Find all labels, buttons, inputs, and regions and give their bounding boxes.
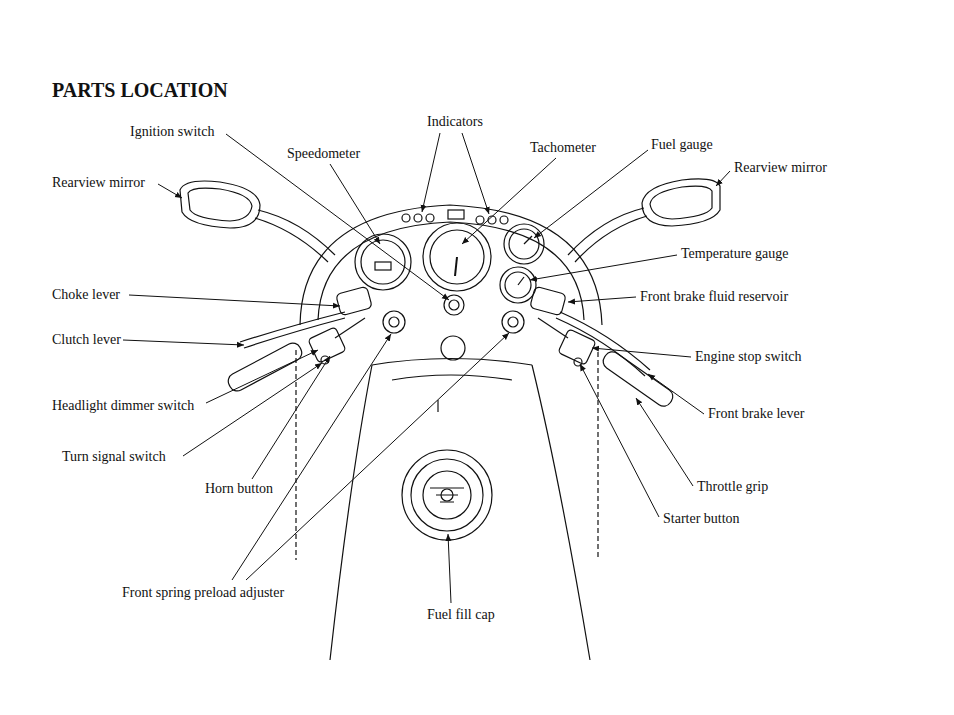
part-label: Temperature gauge: [681, 246, 788, 262]
part-label: Headlight dimmer switch: [52, 398, 194, 414]
part-label: Ignition switch: [130, 124, 214, 140]
part-label: Indicators: [427, 114, 483, 130]
part-label: Rearview mirror: [52, 175, 145, 191]
part-label: Engine stop switch: [695, 349, 802, 365]
part-label: Front brake lever: [708, 406, 804, 422]
part-label: Speedometer: [287, 146, 360, 162]
part-label: Front brake fluid reservoir: [640, 289, 788, 305]
part-label: Rearview mirror: [734, 160, 827, 176]
part-label: Throttle grip: [697, 479, 768, 495]
part-label: Tachometer: [530, 140, 596, 156]
part-label: Choke lever: [52, 287, 120, 303]
part-label: Horn button: [205, 481, 273, 497]
part-label: Clutch lever: [52, 332, 121, 348]
page-title: PARTS LOCATION: [52, 78, 228, 102]
part-label: Front spring preload adjuster: [122, 585, 284, 601]
part-label: Fuel gauge: [651, 137, 713, 153]
part-label: Turn signal switch: [62, 449, 166, 465]
part-label: Starter button: [663, 511, 740, 527]
part-label: Fuel fill cap: [427, 607, 495, 623]
leader-lines: [123, 133, 730, 603]
